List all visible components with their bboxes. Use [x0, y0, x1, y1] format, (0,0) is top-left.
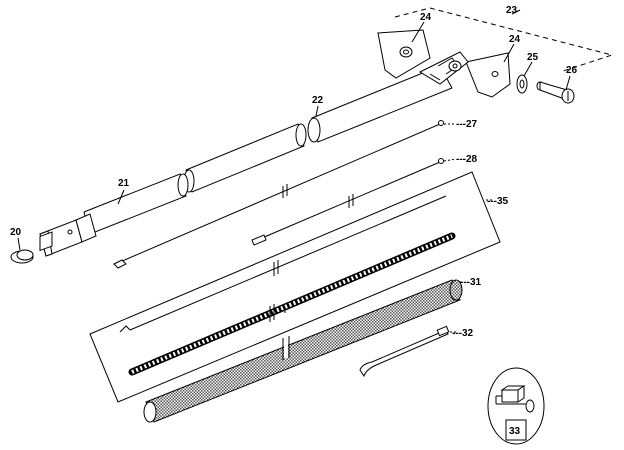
part-23-dashed-outline — [394, 7, 614, 73]
cable-28 — [251, 158, 444, 246]
tube-22 — [307, 51, 469, 143]
label-26: 26 — [566, 65, 578, 76]
part-33-box — [505, 419, 527, 441]
ring-20 — [10, 249, 34, 264]
label-24-right: 24 — [509, 34, 521, 45]
label-31: ---31 — [460, 277, 482, 288]
tube-22-middle — [183, 123, 307, 193]
label-28: ---28 — [456, 154, 478, 165]
label-22: 22 — [312, 95, 324, 106]
mesh-sleeve — [143, 279, 463, 423]
bolt-26 — [536, 81, 575, 104]
washer-25 — [516, 74, 528, 94]
label-33: 33 — [509, 426, 521, 437]
cable-27 — [113, 120, 444, 269]
label-23: 23 — [506, 5, 518, 16]
bracket-plate-right — [465, 52, 511, 98]
label-21: 21 — [118, 178, 130, 189]
bracket-plate-left — [377, 29, 431, 79]
label-32: ---32 — [452, 328, 474, 339]
label-27: ---27 — [456, 119, 478, 130]
label-20: 20 — [10, 227, 22, 238]
label-25: 25 — [527, 52, 539, 63]
detail-33-circle — [487, 367, 545, 445]
kit-cable — [119, 195, 447, 333]
leader-lines — [17, 21, 571, 333]
label-24-left: 24 — [420, 12, 432, 23]
kit-spring — [128, 232, 456, 376]
strap-32 — [359, 325, 450, 378]
kit-box-35 — [89, 171, 501, 403]
label-35: ---35 — [487, 196, 509, 207]
tube-21 — [39, 173, 189, 257]
